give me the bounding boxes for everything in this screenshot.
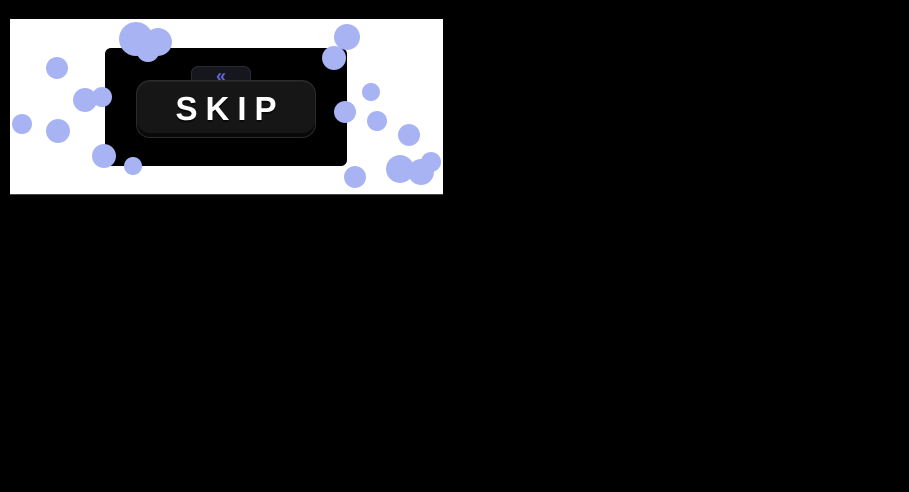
paint-blob <box>367 111 387 131</box>
paint-blob <box>124 157 142 175</box>
paint-blob <box>92 87 112 107</box>
paint-blob <box>46 119 70 143</box>
paint-blob <box>421 152 441 172</box>
paint-blob <box>334 24 360 50</box>
double-chevron-left-icon: « <box>215 66 226 86</box>
ad-panel: « SKIP <box>10 19 443 194</box>
skip-button-label: SKIP <box>175 90 285 127</box>
paint-blob <box>46 57 68 79</box>
paint-blob <box>92 144 116 168</box>
ad-content-area: « SKIP <box>105 48 347 166</box>
paint-blob <box>322 46 346 70</box>
paint-blob <box>344 166 366 188</box>
paint-blob <box>137 42 159 62</box>
paint-blob <box>334 101 356 123</box>
paint-blob <box>398 124 420 146</box>
paint-blob <box>12 114 32 134</box>
paint-blob <box>362 83 380 101</box>
skip-button[interactable]: SKIP <box>136 80 316 138</box>
